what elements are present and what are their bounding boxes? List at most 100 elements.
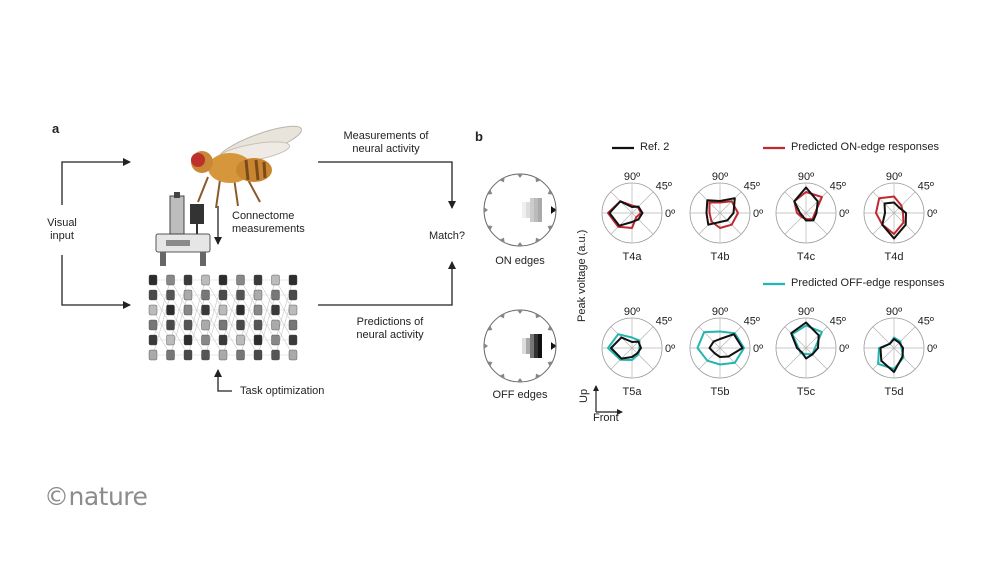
network-node bbox=[183, 319, 193, 331]
network-node bbox=[183, 304, 193, 316]
legend-ref-label: Ref. 2 bbox=[640, 141, 670, 153]
network-node bbox=[236, 289, 245, 301]
stimulus-bar bbox=[534, 198, 538, 222]
direction-marker bbox=[547, 189, 553, 195]
tick-0-label: 0º bbox=[839, 208, 849, 220]
network-node bbox=[183, 274, 193, 286]
direction-marker bbox=[517, 310, 523, 314]
panel-a-label: a bbox=[52, 121, 60, 136]
direction-arrow-icon bbox=[551, 206, 556, 214]
network-node bbox=[218, 274, 228, 286]
network-node bbox=[166, 274, 175, 286]
reference-trace bbox=[879, 338, 904, 373]
cell-type-label: T4b bbox=[711, 251, 730, 263]
network-node bbox=[218, 289, 228, 301]
match-label: Match? bbox=[428, 230, 466, 242]
tick-45-label: 45º bbox=[918, 180, 934, 192]
electron-microscope-illustration bbox=[155, 192, 211, 266]
reference-trace bbox=[708, 333, 744, 358]
stimulus-bar bbox=[530, 198, 534, 222]
tick-90-label: 90º bbox=[624, 306, 640, 318]
network-node bbox=[148, 349, 158, 361]
polar-spoke bbox=[698, 191, 742, 235]
direction-marker bbox=[499, 177, 505, 183]
network-node bbox=[201, 289, 210, 301]
direction-marker bbox=[487, 325, 493, 331]
network-node bbox=[253, 289, 263, 301]
tick-45-label: 45º bbox=[744, 315, 760, 327]
reference-trace bbox=[610, 336, 642, 360]
axis-front-label: Front bbox=[593, 412, 619, 424]
network-node bbox=[201, 334, 210, 346]
reference-trace bbox=[608, 200, 644, 227]
tick-0-label: 0º bbox=[753, 208, 763, 220]
measurements-label: Measurements of neural activity bbox=[343, 130, 429, 155]
polar-spoke bbox=[784, 191, 828, 235]
tick-45-label: 45º bbox=[830, 315, 846, 327]
network-node bbox=[288, 274, 298, 286]
direction-marker bbox=[535, 313, 541, 319]
direction-marker bbox=[484, 343, 488, 349]
network-node bbox=[148, 334, 158, 346]
predicted-off-trace bbox=[696, 330, 745, 366]
network-node bbox=[271, 274, 280, 286]
neural-network-grid bbox=[148, 274, 298, 361]
tick-45-label: 45º bbox=[744, 180, 760, 192]
reference-trace bbox=[790, 321, 820, 360]
legend-on-label: Predicted ON-edge responses bbox=[791, 141, 939, 153]
cell-type-label: T5c bbox=[797, 386, 816, 398]
on-edges-label: ON edges bbox=[495, 255, 545, 267]
predicted-on-trace bbox=[708, 200, 739, 229]
network-node bbox=[218, 319, 228, 331]
direction-arrow-icon bbox=[551, 342, 556, 350]
direction-marker bbox=[547, 361, 553, 367]
panel-b-label: b bbox=[475, 129, 483, 144]
tick-90-label: 90º bbox=[712, 171, 728, 183]
direction-marker bbox=[484, 207, 488, 213]
nature-logo: ©nature bbox=[44, 482, 148, 511]
network-node bbox=[166, 289, 175, 301]
tick-0-label: 0º bbox=[665, 343, 675, 355]
tick-90-label: 90º bbox=[886, 171, 902, 183]
tick-0-label: 0º bbox=[839, 343, 849, 355]
network-node bbox=[271, 334, 280, 346]
network-node bbox=[183, 289, 193, 301]
network-node bbox=[148, 289, 158, 301]
tick-0-label: 0º bbox=[753, 343, 763, 355]
network-node bbox=[148, 304, 158, 316]
legend-off-label: Predicted OFF-edge responses bbox=[791, 277, 945, 289]
network-node bbox=[148, 319, 158, 331]
tick-45-label: 45º bbox=[656, 180, 672, 192]
stimulus-bar bbox=[522, 338, 526, 354]
orientation-axes bbox=[593, 385, 623, 415]
network-node bbox=[201, 274, 210, 286]
network-node bbox=[253, 349, 263, 361]
network-node bbox=[166, 304, 175, 316]
direction-marker bbox=[547, 325, 553, 331]
cell-type-label: T4a bbox=[623, 251, 643, 263]
cell-type-label: T4c bbox=[797, 251, 816, 263]
network-node bbox=[166, 349, 175, 361]
network-node bbox=[201, 319, 210, 331]
direction-marker bbox=[499, 373, 505, 379]
off-edges-label: OFF edges bbox=[492, 389, 548, 401]
predicted-on-trace bbox=[793, 191, 823, 221]
direction-marker bbox=[535, 237, 541, 243]
direction-marker bbox=[517, 242, 523, 246]
network-node bbox=[271, 319, 280, 331]
reference-trace bbox=[881, 201, 907, 240]
network-node bbox=[288, 334, 298, 346]
predicted-on-trace bbox=[875, 195, 905, 235]
direction-marker bbox=[535, 177, 541, 183]
network-node bbox=[253, 334, 263, 346]
tick-0-label: 0º bbox=[927, 208, 937, 220]
network-node bbox=[253, 304, 263, 316]
direction-marker bbox=[487, 189, 493, 195]
polar-spoke bbox=[872, 326, 916, 370]
network-node bbox=[271, 289, 280, 301]
cell-type-label: T5b bbox=[711, 386, 730, 398]
network-node bbox=[288, 304, 298, 316]
